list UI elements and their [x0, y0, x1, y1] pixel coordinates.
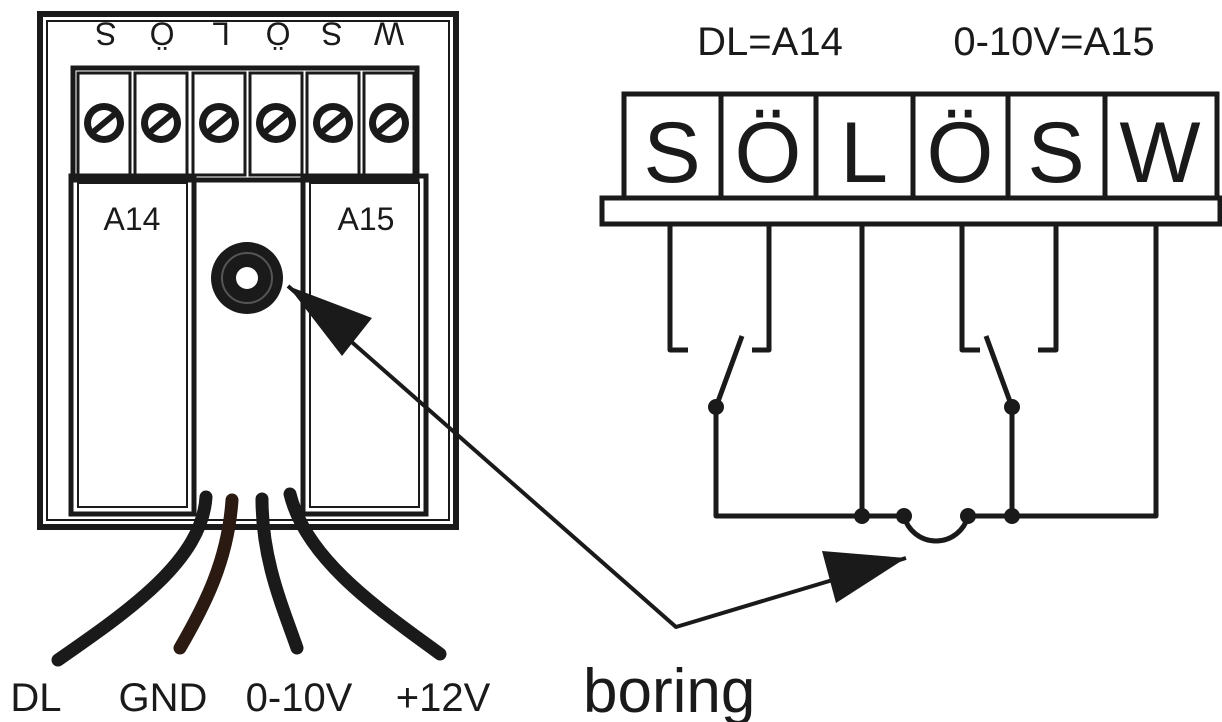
screw-icon: [199, 103, 239, 143]
module-terminal-labels: S Ö L Ö S W: [95, 16, 404, 52]
mounting-hole: [211, 242, 283, 314]
screw-icon: [141, 103, 181, 143]
junction-dot: [896, 508, 912, 524]
module-terminal-label: S: [321, 16, 342, 52]
junction-dot: [708, 399, 724, 415]
bridge-hop: [901, 515, 971, 544]
wire-label-0-10v: 0-10V: [246, 676, 353, 720]
schematic-terminal-label: Ö: [735, 105, 802, 201]
cable-gnd: [173, 493, 239, 655]
mapping-dl: DL=A14: [697, 20, 843, 64]
relay-a14-common: [713, 407, 862, 519]
callout-arrow-line: [286, 284, 907, 629]
wire-label-dl: DL: [10, 676, 61, 720]
relay-a14: A14: [68, 173, 197, 517]
screw-icon: [313, 103, 353, 143]
module-terminal-label: W: [373, 16, 404, 52]
relay-a15-s-lead: [1038, 224, 1059, 353]
schematic-terminal-label: S: [1027, 105, 1084, 201]
callout-label: boring: [583, 657, 755, 722]
screw-icon: [256, 103, 296, 143]
cable-dl: [51, 490, 213, 667]
schematic-terminal-label: Ö: [927, 105, 994, 201]
relay-a14-contact: [713, 335, 745, 408]
module-terminal-label: S: [95, 16, 116, 52]
schematic-wiring: [667, 224, 1159, 544]
relay-a14-o-lead: [752, 224, 772, 353]
wire-label-gnd: GND: [119, 676, 208, 720]
junction-dot: [1004, 508, 1020, 524]
schematic: DL=A14 0-10V=A15 S Ö L Ö S W: [599, 20, 1222, 544]
arrowhead-icon: [288, 286, 372, 356]
cables: [51, 487, 447, 667]
relay-right-label: A15: [338, 201, 395, 237]
screw-icon: [369, 103, 409, 143]
wire-label-12v: +12V: [396, 676, 491, 720]
module-terminal-label: L: [212, 16, 230, 52]
junction-dot: [1004, 399, 1020, 415]
schematic-terminal-strip: S Ö L Ö S W: [599, 91, 1222, 227]
schematic-terminal-label: S: [643, 105, 700, 201]
relay-module: S Ö L Ö S W A14: [37, 11, 459, 530]
junction-dot: [960, 508, 976, 524]
relay-a15: A15: [300, 173, 429, 517]
wire-labels: DL GND 0-10V +12V: [10, 676, 490, 720]
schematic-junctions: [708, 399, 1020, 524]
module-terminal-label: Ö: [266, 16, 291, 52]
module-inner-frame: [46, 20, 450, 521]
screw-terminal-block: [70, 65, 420, 183]
junction-dot: [854, 508, 870, 524]
relay-a15-o-lead: [959, 224, 980, 353]
schematic-terminal-label: L: [840, 105, 888, 201]
w-conductor: [1012, 224, 1159, 519]
relay-a14-s-lead: [667, 224, 688, 353]
boring-callout-arrow: [286, 284, 907, 629]
arrowhead-icon: [822, 551, 906, 603]
module-terminal-label: Ö: [150, 16, 175, 52]
module-outer-frame: [37, 11, 459, 530]
relay-a15-contact: [983, 335, 1015, 408]
screw-icon: [84, 103, 124, 143]
cable-0-10v: [255, 492, 304, 655]
schematic-terminal-label: W: [1119, 105, 1200, 201]
relay-left-label: A14: [104, 201, 161, 237]
mapping-analog: 0-10V=A15: [953, 20, 1154, 64]
cable-12v: [283, 487, 447, 661]
